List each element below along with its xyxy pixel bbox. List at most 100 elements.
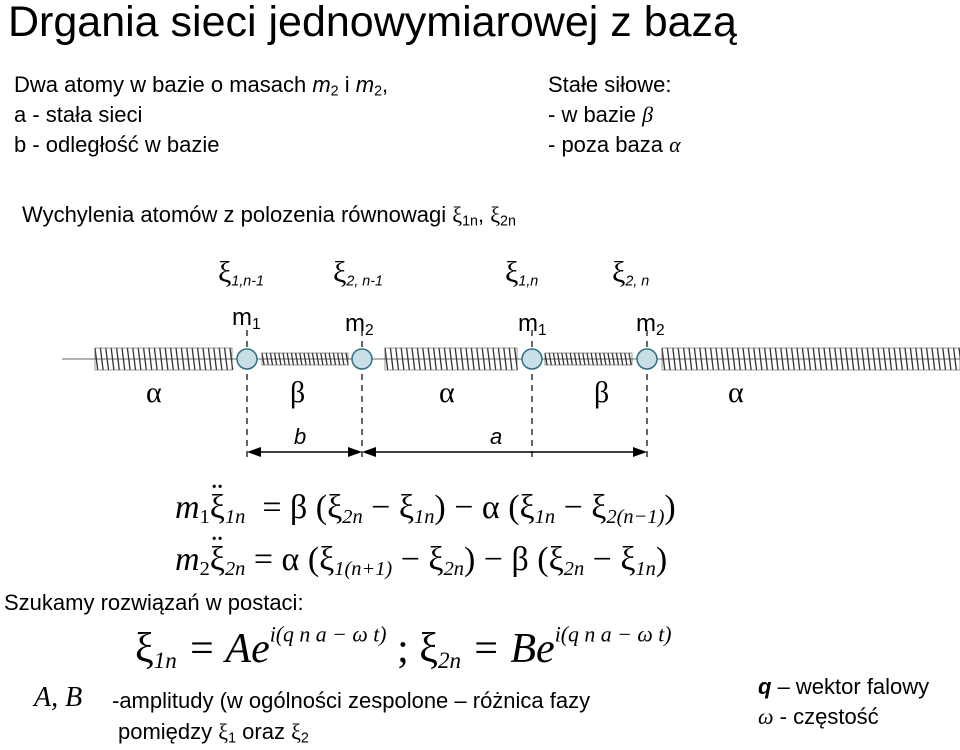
equation-1: m1ξ1n = β (ξ2n − ξ1n) − α (ξ1n − ξ2(n−1)… (175, 488, 676, 528)
xi-symbol: ξ (135, 626, 154, 672)
amplitudes-line-1: -amplitudy (w ogólności zespolone – różn… (112, 688, 591, 713)
eq-subscript: 1n (414, 506, 435, 529)
mass-label-4: m2 (636, 310, 665, 338)
atom-3 (521, 348, 543, 370)
eq-subscript: 2n (342, 506, 363, 529)
alpha-symbol: α (669, 132, 681, 157)
eq-xi-ddot: ξ (210, 489, 225, 526)
legend-wave-vector: q – wektor falowy (758, 672, 929, 702)
forces-in-base: - w bazie β (548, 100, 653, 130)
xi-symbol: ξ (490, 202, 501, 227)
atom-4 (636, 348, 658, 370)
eq-mass: m (175, 489, 200, 526)
chain-diagram (62, 330, 960, 458)
solution-heading: Szukamy rozwiązań w postaci: (4, 590, 304, 615)
eq-mass: m (175, 541, 200, 578)
atom-1 (236, 348, 258, 370)
page-title: Drgania sieci jednowymiarowej z bazą (8, 0, 737, 46)
xi-symbol: ξ (218, 719, 229, 744)
omega-symbol: ω (758, 704, 774, 729)
xi-subscript: 1n (153, 646, 177, 673)
eq-subscript: 2n (443, 558, 464, 581)
intro-comma: , (382, 72, 389, 97)
mass-symbol: m (355, 72, 375, 97)
omega-text: - częstość (773, 704, 879, 729)
mass-subscript: 2 (656, 321, 665, 339)
eq-rhs: = β (ξ (262, 489, 343, 526)
mass-subscript: 1 (252, 315, 261, 333)
xi-subscript: 1,n-1 (231, 273, 264, 290)
separator: , (477, 202, 491, 227)
xi-symbol: ξ (452, 202, 463, 227)
amplitudes-and: oraz (236, 719, 292, 744)
eq-subscript: 1n (224, 506, 246, 529)
beta-symbol: β (642, 102, 654, 127)
xi-symbol: ξ (505, 256, 519, 289)
distance-a-arrow-head-left (362, 447, 376, 457)
solution-exponent: i(q n a − ω t) (269, 622, 387, 647)
eq-term: − ξ (392, 541, 444, 578)
xi-subscript: 2n (437, 646, 462, 673)
eq-rhs: = α (ξ (253, 541, 335, 578)
mass-label-3: m1 (518, 310, 547, 338)
xi-label-4: ξ2, n (612, 256, 649, 290)
intro-text: Dwa atomy w bazie o masach (14, 72, 313, 97)
intro-base-distance: b - odległość w bazie (14, 132, 220, 157)
mass-label-2: m2 (345, 310, 374, 338)
q-text: – wektor falowy (771, 674, 930, 699)
xi-label-2: ξ2, n-1 (333, 256, 383, 290)
eq-term: ) − β (ξ (463, 541, 564, 578)
mass-label-1: m1 (232, 304, 261, 332)
forces-heading: Stałe siłowe: (548, 72, 672, 97)
eq-close: ) (664, 489, 676, 526)
eq-term: − ξ (362, 489, 415, 526)
eq-term: ) − α (ξ (434, 489, 535, 526)
solution-b-term: = Be (461, 626, 555, 672)
eq-subscript: 1n (534, 506, 556, 529)
spring-outline-4 (544, 352, 633, 366)
xi-symbol: ξ (612, 256, 626, 289)
eq-subscript: 2n (224, 558, 246, 581)
solution-separator: ; (386, 626, 420, 672)
mass-symbol: m (636, 310, 656, 337)
amplitudes-line-2: pomiędzy ξ1 oraz ξ2 (118, 717, 309, 747)
spring-outline-2 (261, 352, 349, 366)
equation-2: m2ξ2n = α (ξ1(n+1) − ξ2n) − β (ξ2n − ξ1n… (175, 540, 667, 580)
xi-subscript: 2, n (625, 273, 650, 290)
eq-subscript: 2n (563, 558, 585, 581)
amplitude-symbols: A, B (34, 682, 83, 713)
mass-symbol: m (345, 310, 365, 337)
spring-4 (544, 352, 632, 366)
spring-outline-3 (384, 347, 518, 371)
eq-subscript: 2 (199, 558, 210, 581)
xi-subscript: 1n (462, 213, 478, 230)
spring-1 (94, 347, 234, 371)
mass-subscript: 1 (538, 321, 547, 339)
mass-symbol: m (312, 72, 331, 97)
spring-label-alpha-1: α (146, 376, 162, 409)
distance-b-label: b (294, 424, 307, 449)
spring-label-alpha-2: α (439, 376, 455, 409)
spring-5 (661, 347, 960, 371)
forces-in-base-text: - w bazie (548, 102, 643, 127)
eq-close: ) (655, 541, 668, 578)
mass-symbol: m (232, 304, 252, 331)
intro-and: i (338, 72, 356, 97)
spring-outline-5 (661, 347, 960, 371)
amplitudes-text: pomiędzy (118, 719, 219, 744)
xi-symbol: ξ (291, 719, 301, 744)
solution-a-term: = Ae (176, 626, 270, 672)
eq-term: − ξ (584, 541, 636, 578)
xi-subscript: 2 (300, 730, 309, 747)
xi-label-3: ξ1,n (505, 256, 538, 290)
xi-subscript: 1,n (518, 273, 539, 290)
eq-term: − ξ (555, 489, 607, 526)
solution-formula: ξ1n = Aei(q n a − ω t) ; ξ2n = Bei(q n a… (135, 622, 672, 673)
xi-symbol: ξ (218, 256, 232, 289)
spring-label-beta-2: β (594, 376, 610, 409)
xi-subscript: 2, n-1 (346, 273, 383, 290)
mass-symbol: m (518, 310, 538, 337)
xi-subscript: 2n (500, 213, 516, 230)
xi-subscript: 1 (228, 730, 237, 747)
eq-subscript: 1n (635, 558, 656, 581)
